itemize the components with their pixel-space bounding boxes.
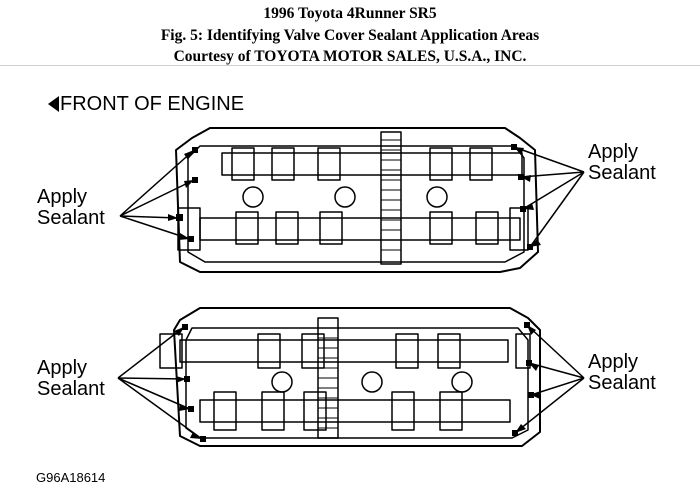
header-figure-title: Fig. 5: Identifying Valve Cover Sealant … [160, 26, 540, 44]
upper-cylinder-head [175, 127, 539, 273]
valve-cover-diagram [117, 127, 585, 447]
lower-cylinder-head [159, 307, 541, 447]
apply-sealant-label-lower-left: Apply Sealant [37, 357, 105, 400]
apply-sealant-label-lower-right: Apply Sealant [588, 351, 656, 394]
apply-sealant-label-upper-right: Apply Sealant [588, 141, 656, 184]
header-vehicle: 1996 Toyota 4Runner SR5 [263, 5, 437, 22]
figure-header: 1996 Toyota 4Runner SR5 Fig. 5: Identify… [0, 0, 700, 66]
apply-sealant-label-upper-left: Apply Sealant [37, 186, 105, 229]
front-of-engine-text: FRONT OF ENGINE [60, 93, 245, 115]
header-courtesy: Courtesy of TOYOTA MOTOR SALES, U.S.A., … [173, 48, 527, 65]
front-of-engine-label: FRONT OF ENGINE [48, 94, 244, 115]
front-arrow-icon [48, 96, 59, 112]
leader-lines [117, 146, 585, 440]
